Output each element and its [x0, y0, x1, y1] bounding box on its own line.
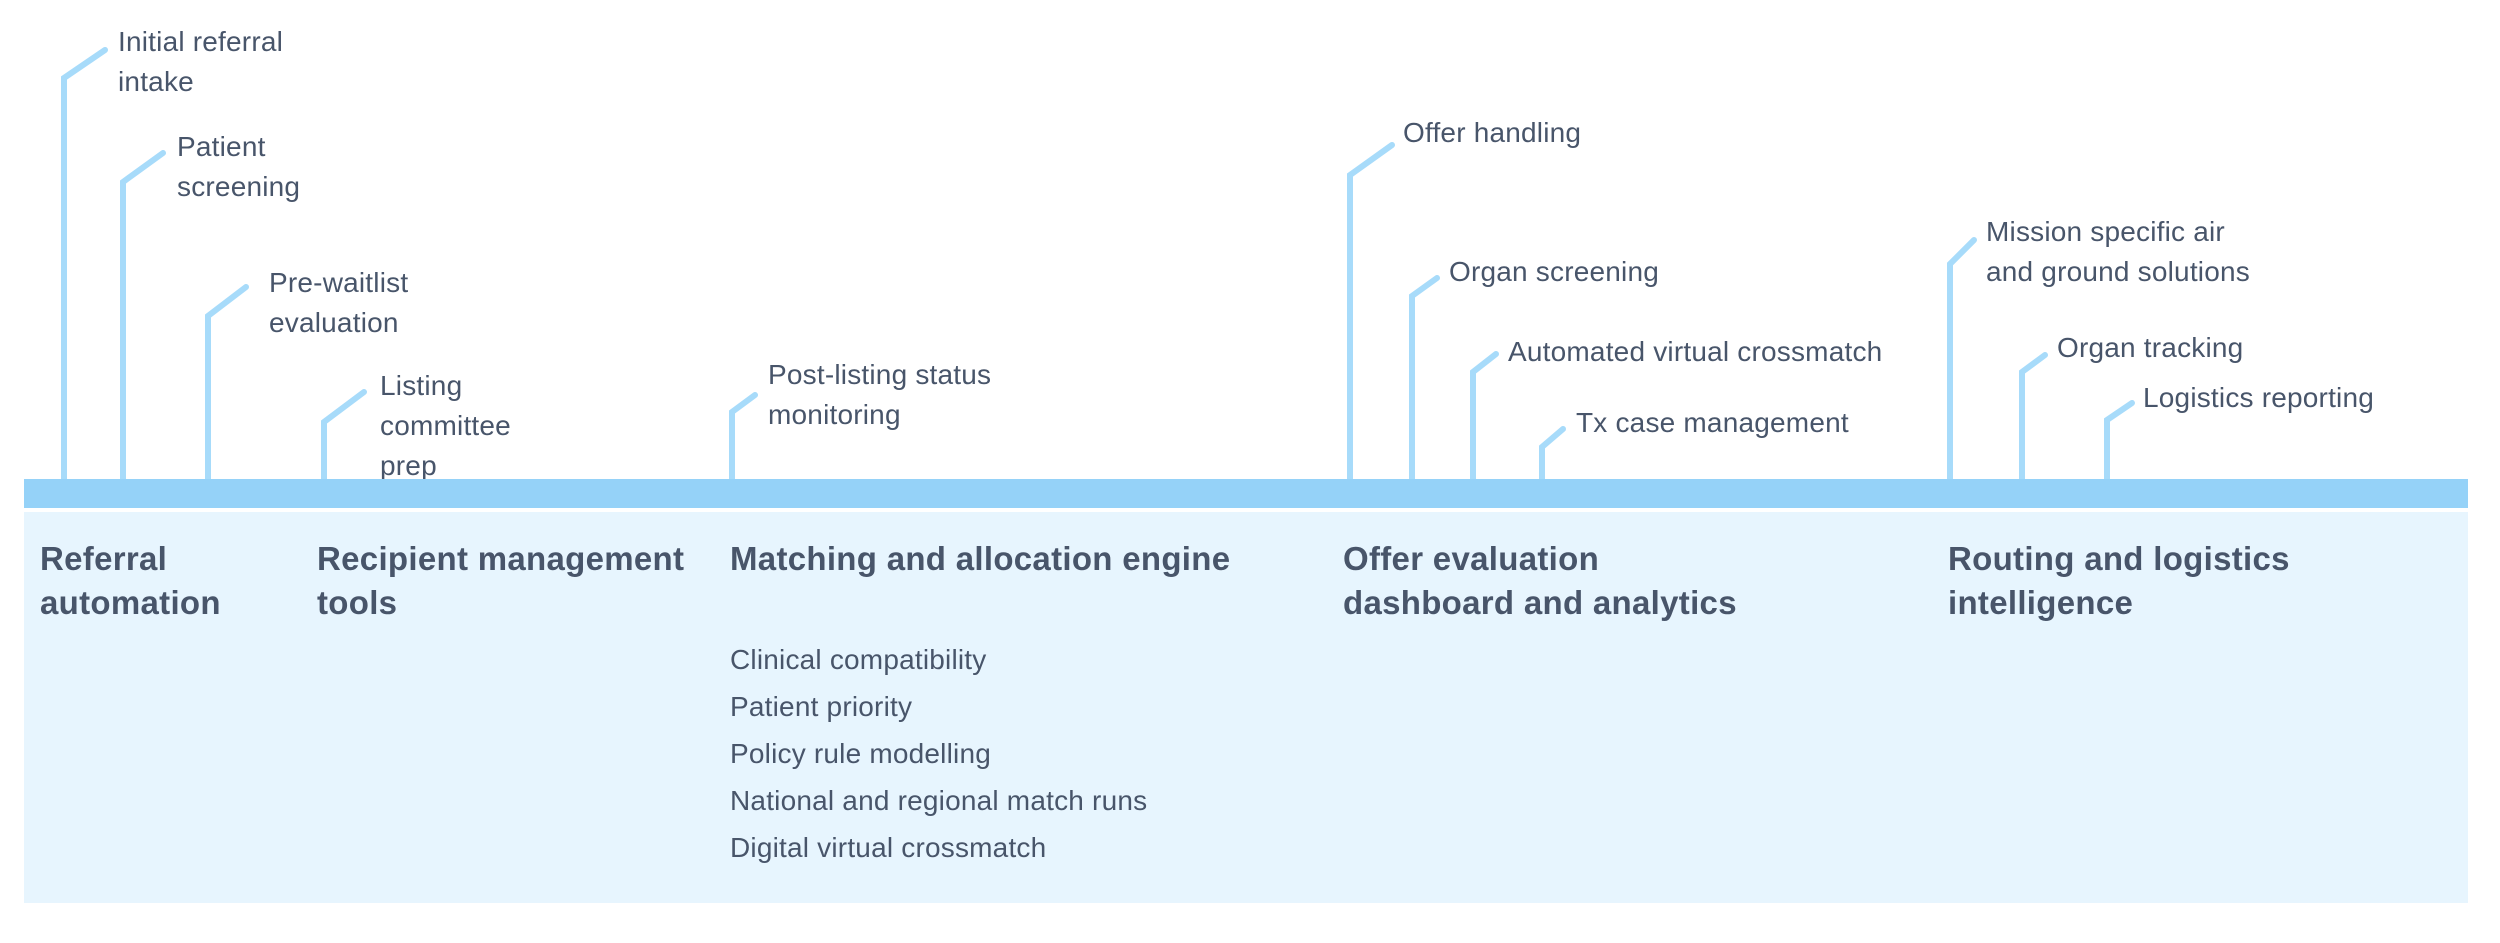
capability-panel [24, 512, 2468, 903]
callout-label-listing-committee-prep: Listing committee prep [380, 370, 511, 481]
callout-label-patient-screening: Patient screening [177, 131, 301, 202]
callout-label-offer-handling: Offer handling [1403, 117, 1582, 148]
callout-label-tx-case-management: Tx case management [1576, 407, 1849, 438]
callout-label-logistics-reporting: Logistics reporting [2143, 382, 2375, 413]
callout-label-organ-tracking: Organ tracking [2057, 332, 2244, 363]
callout-line-tx-case-management [1539, 426, 1566, 485]
callout-line-pre-waitlist-evaluation [205, 284, 249, 485]
callout-line-initial-referral-intake [61, 47, 108, 485]
callout-label-initial-referral-intake: Initial referral intake [118, 26, 284, 97]
list-item-policy-rule-modelling: Policy rule modelling [730, 738, 991, 769]
callout-line-patient-screening [120, 150, 166, 485]
matching-engine-items: Clinical compatibility Patient priority … [730, 636, 1147, 871]
section-title-routing-logistics-intelligence: Routing and logistics intelligence [1948, 540, 2290, 621]
callout-line-post-listing-status-monitoring [729, 392, 758, 485]
callout-line-listing-committee-prep [321, 389, 367, 485]
callout-line-logistics-reporting [2104, 400, 2135, 485]
callout-line-mission-air-ground [1947, 237, 1977, 485]
callout-label-organ-screening: Organ screening [1449, 256, 1660, 287]
list-item-clinical-compatibility: Clinical compatibility [730, 644, 987, 675]
section-title-matching-allocation-engine: Matching and allocation engine [730, 540, 1231, 577]
section-title-referral-automation: Referral automation [40, 540, 221, 621]
section-title-recipient-management-tools: Recipient management tools [317, 540, 685, 621]
callout-label-automated-virtual-crossmatch: Automated virtual crossmatch [1508, 336, 1883, 367]
section-title-offer-evaluation-dashboard: Offer evaluation dashboard and analytics [1343, 540, 1737, 621]
callout-line-organ-screening [1409, 275, 1440, 485]
callout-line-organ-tracking [2019, 352, 2048, 485]
list-item-national-regional-match-runs: National and regional match runs [730, 785, 1148, 816]
list-item-patient-priority: Patient priority [730, 691, 913, 722]
callout-label-mission-air-ground: Mission specific air and ground solution… [1986, 216, 2250, 287]
callout-line-offer-handling [1347, 142, 1395, 485]
callout-label-post-listing-status-monitoring: Post-listing status monitoring [768, 359, 992, 430]
timeline-bar [24, 479, 2468, 508]
list-item-digital-virtual-crossmatch: Digital virtual crossmatch [730, 832, 1047, 863]
callout-line-automated-virtual-crossmatch [1470, 351, 1499, 485]
callout-label-pre-waitlist-evaluation: Pre-waitlist evaluation [269, 267, 409, 338]
